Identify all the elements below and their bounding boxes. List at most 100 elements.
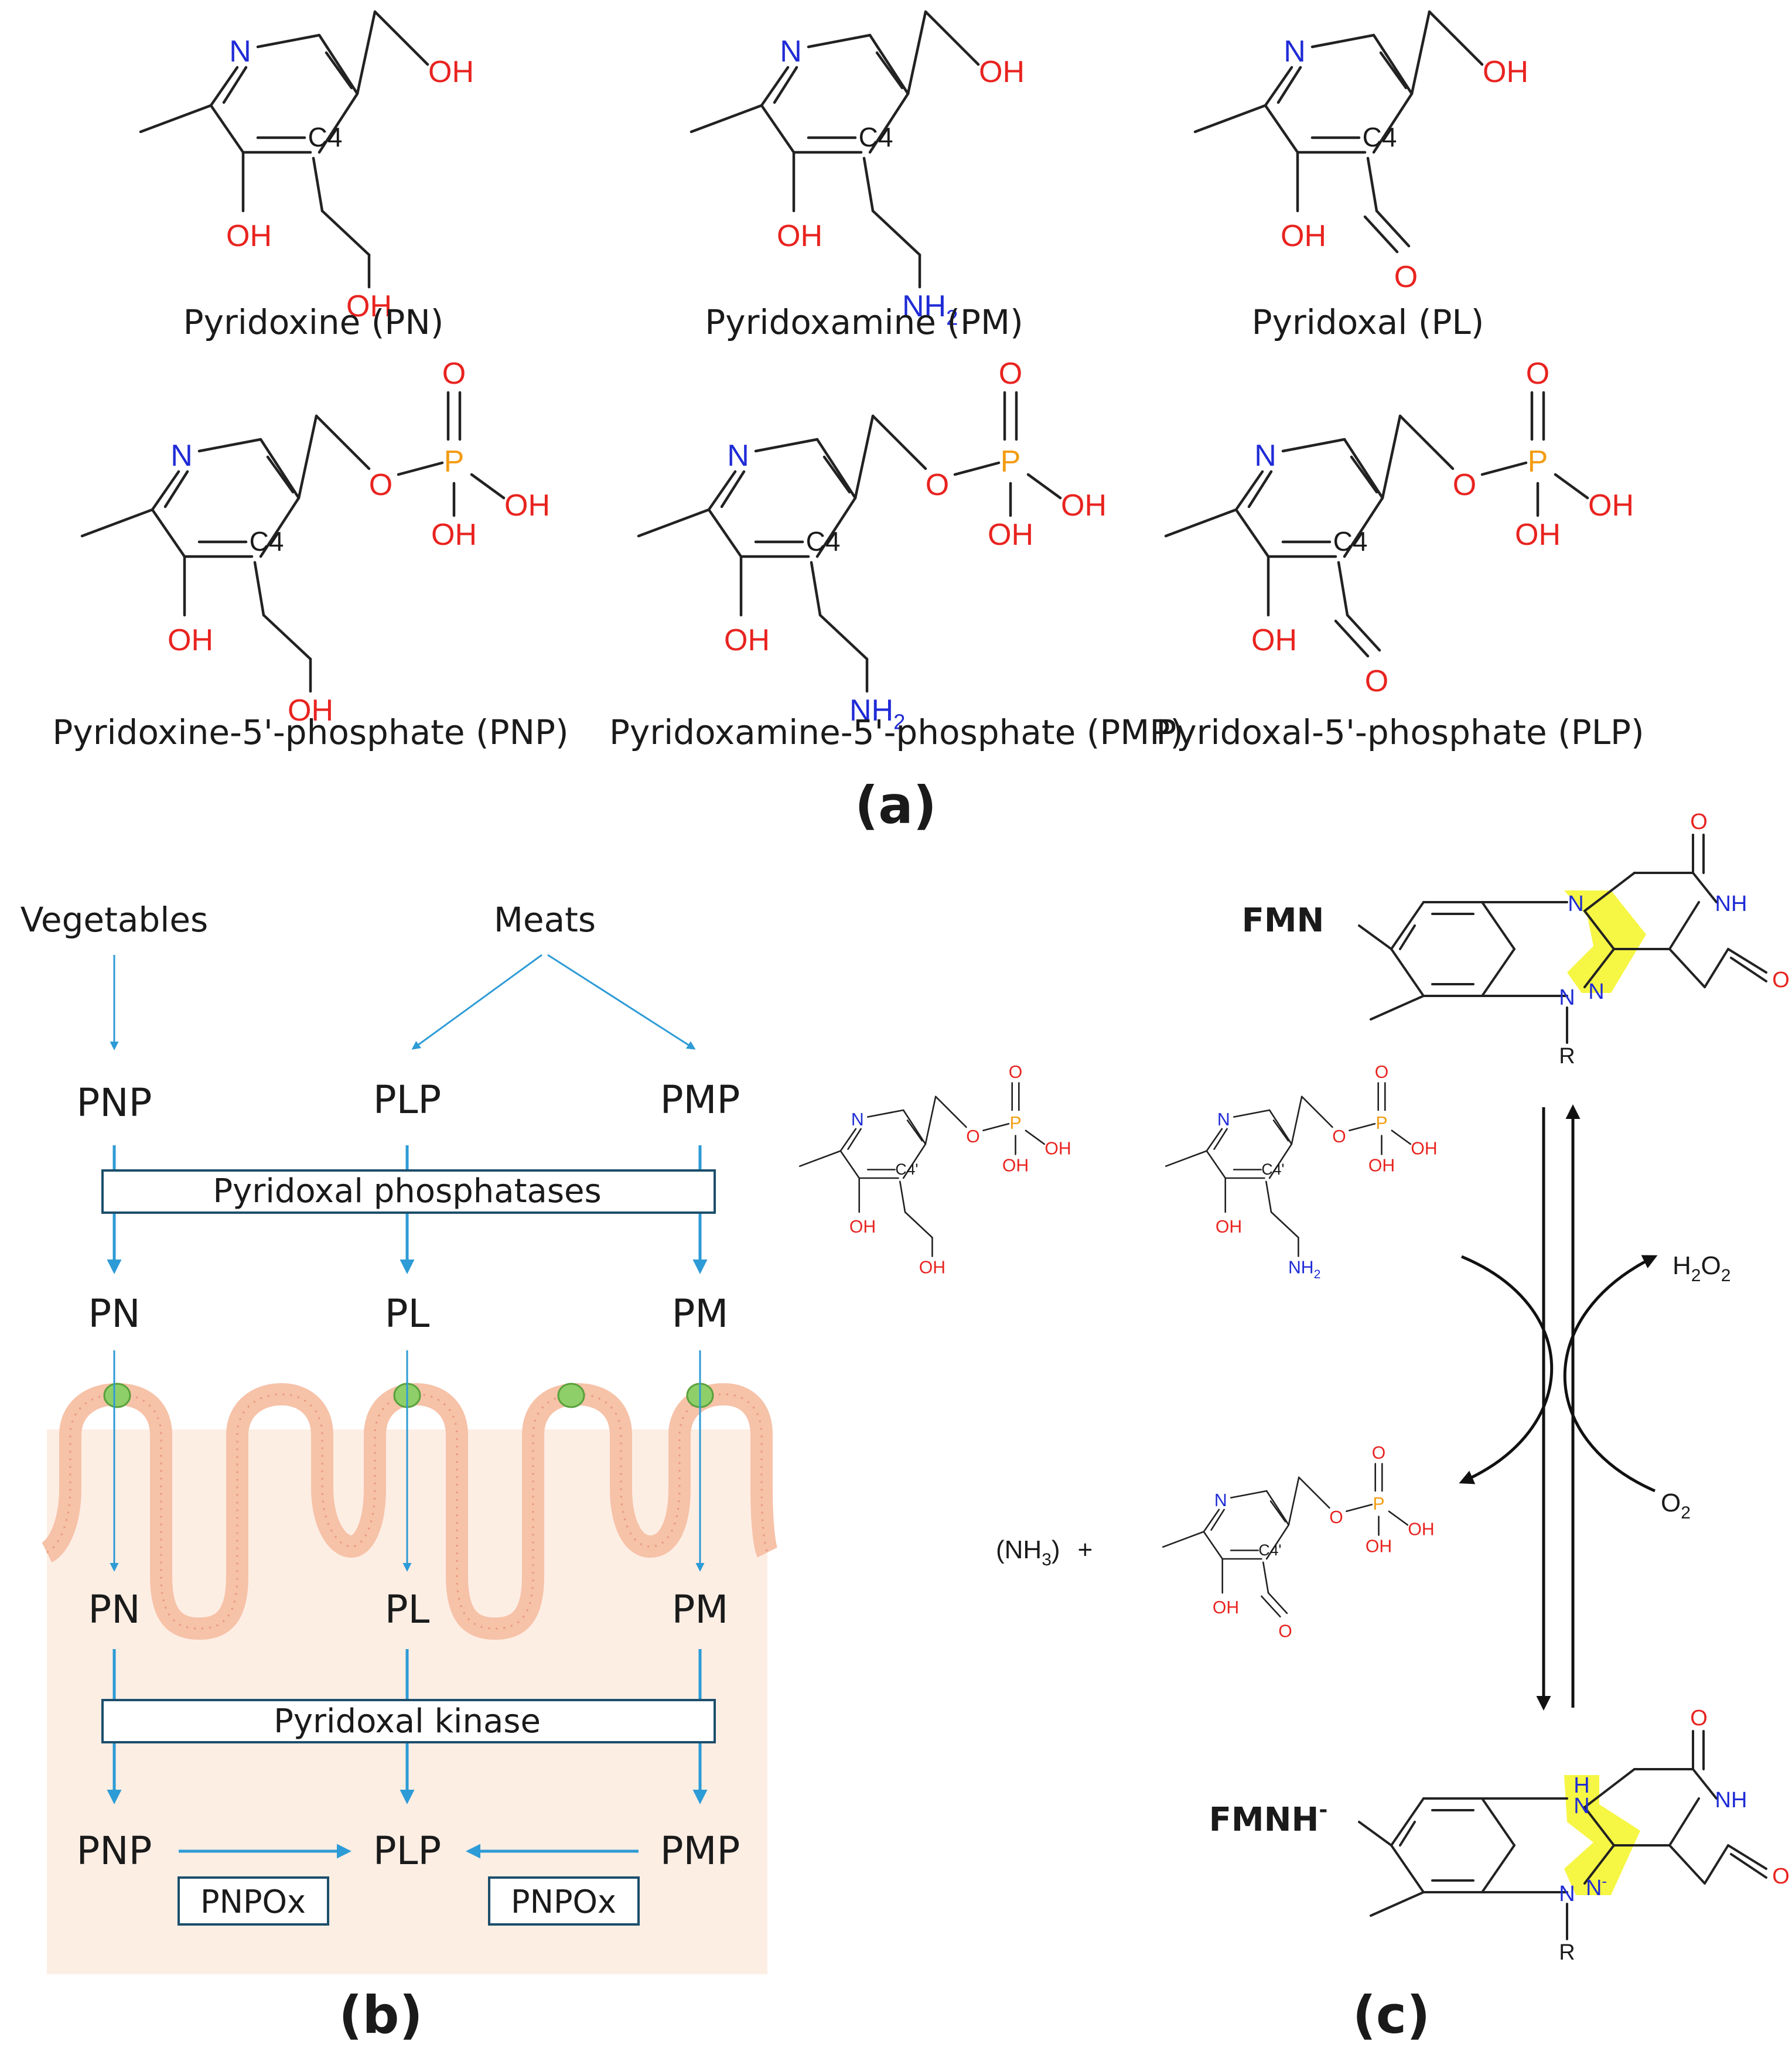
bond [839,1150,861,1179]
phosphorus-label: P [1375,1114,1387,1133]
bond [707,508,743,558]
bond [839,1128,857,1152]
nitrogen-label: N [1217,1110,1230,1129]
bond [1267,1592,1288,1615]
bond [356,10,377,95]
amine-label: NH2 [849,694,905,734]
nh3-label: (NH3)+ [996,1535,1093,1569]
bond [1730,1853,1767,1879]
bond [1481,1844,1515,1893]
bond [312,156,324,213]
bond [1247,470,1273,508]
nitrogen-label: N [1559,1882,1575,1906]
row4-pnp: PNP [77,1828,152,1873]
hydroxyl-label: OH [1411,1139,1437,1158]
bond [1346,613,1381,652]
hydroxyl-label: OH [168,623,213,657]
fmn-label: FMN [1242,902,1325,940]
bond [1337,561,1349,617]
phosphorus-label: P [1009,1114,1021,1133]
bond [1363,215,1399,254]
phosphorus-label: P [444,445,465,479]
oxygen-label: O [1690,810,1708,834]
row1-plp: PLP [373,1077,441,1122]
c4-label: C4' [1261,1161,1284,1178]
bond [320,209,371,257]
bond [1026,473,1062,500]
bond [163,470,189,508]
oxygen-label: O [1372,1443,1385,1463]
hydroxyl-label: OH [428,55,474,89]
nitrogen-label: N [1573,1794,1589,1818]
bond [297,414,318,500]
row3-pn: PN [88,1587,140,1632]
row4-plp: PLP [373,1828,441,1873]
bond [1390,901,1425,950]
bond [637,508,711,538]
panel-b: Vegetables Meats PNP PLP PMP Pyridoxal p… [21,900,778,2045]
bond [253,561,265,617]
bond [1372,92,1414,154]
bond [1233,1109,1271,1118]
oxygen-label: O [369,468,392,502]
molecule-name-pl: Pyridoxal (PL) [1252,302,1484,342]
bond [871,414,927,470]
bond [1583,1844,1615,1885]
nitrogen-label: N [1284,35,1306,69]
bond [266,455,295,494]
bond [1372,33,1414,95]
bond [868,33,910,95]
bond [1203,1531,1224,1560]
bond [1583,910,1615,950]
hydroxyl-label: OH [849,1217,876,1237]
enzyme-phosphatases-label: Pyridoxal phosphatases [213,1172,601,1210]
nitrogen-label: NH [1715,892,1747,916]
o2-label: O2 [1661,1489,1691,1523]
bond [1668,948,1706,988]
bond [760,104,796,154]
oxygen-label: O [926,468,949,502]
bond [1704,1844,1729,1885]
bond [1428,10,1484,66]
bond [1210,1508,1225,1531]
bond [815,496,857,558]
bond [1583,1806,1615,1847]
bond [256,33,321,49]
bond [1692,872,1718,903]
bond [1298,1476,1330,1509]
row3-pm: PM [672,1587,729,1632]
enzyme-box-phosphatases [101,1169,716,1214]
hydroxyl-label: OH [346,289,392,323]
bond [1272,1120,1289,1142]
oxygen-label: O [966,1127,979,1146]
c4-label: C4 [1363,122,1397,152]
row1-pnp: PNP [77,1080,152,1125]
bond [1390,948,1425,997]
bond [1481,948,1515,997]
bond [1334,619,1370,658]
bond [325,51,353,90]
bond [1288,1476,1300,1526]
bond [470,473,506,500]
bond [1206,1128,1223,1152]
oxygen-label: O [1009,1063,1022,1082]
oxygen-label: O [1278,1622,1292,1641]
molecule-name-pnp: Pyridoxine-5'-phosphate (PNP) [52,712,568,752]
hydroxyl-label: OH [979,55,1025,89]
h2o2-label: H2O2 [1672,1251,1730,1285]
oxidase-box-right [488,1876,640,1926]
bond [707,470,737,511]
bond [197,438,262,453]
source-meats: Meats [494,900,596,940]
nitrogen-label: N [170,439,193,473]
oxidase-box-left [178,1876,329,1926]
oxygen-label: O [1453,468,1476,502]
nitrogen-label: N [727,439,749,473]
hydroxyl-label: OH [1483,55,1528,89]
oxygen-label: O [1690,1706,1708,1731]
bond [1727,948,1767,974]
hydroxyl-label: OH [1216,1217,1242,1237]
